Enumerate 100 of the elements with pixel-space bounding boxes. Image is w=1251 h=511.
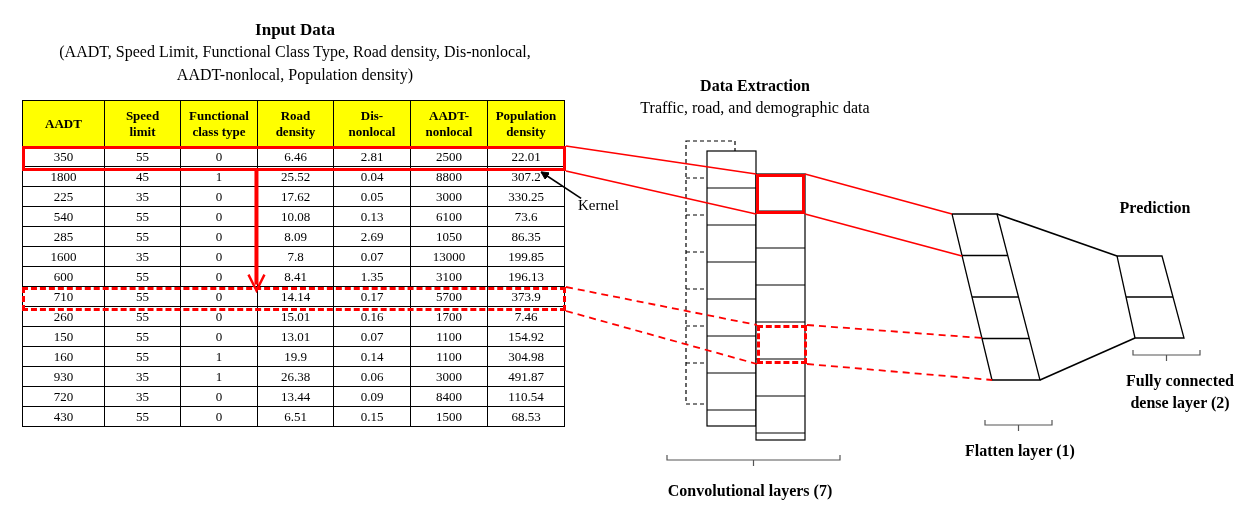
table-cell: 0 [180, 306, 258, 327]
table-cell: 154.92 [487, 326, 565, 347]
table-cell: 1600 [22, 246, 105, 267]
table-cell: 5700 [410, 286, 488, 307]
table-cell: 1 [180, 366, 258, 387]
table-cell: 1.35 [333, 266, 411, 287]
table-cell: 55 [104, 146, 181, 167]
table-cell: 8.41 [257, 266, 334, 287]
table-cell: 160 [22, 346, 105, 367]
table-cell: 0.09 [333, 386, 411, 407]
dense-layer-drawing [1117, 256, 1184, 338]
table-cell: 3100 [410, 266, 488, 287]
connector-line [1039, 337, 1136, 381]
table-cell: 0.15 [333, 406, 411, 427]
highlight-box [757, 325, 807, 364]
table-cell: 110.54 [487, 386, 565, 407]
table-cell: 35 [104, 366, 181, 387]
table-cell: 540 [22, 206, 105, 227]
table-cell: 25.52 [257, 166, 334, 187]
connector-line [804, 173, 953, 215]
table-cell: 430 [22, 406, 105, 427]
table-cell: 13000 [410, 246, 488, 267]
layer-caption: Convolutional layers (7) [666, 481, 834, 502]
table-cell: 1 [180, 166, 258, 187]
kernel-label: Kernel [578, 194, 640, 216]
conv-layers-drawing [686, 141, 808, 441]
connector-line [565, 170, 757, 215]
layer-caption: Fully connected dense layer (2) [1125, 371, 1235, 414]
highlight-box [22, 146, 566, 171]
table-cell: 14.14 [257, 286, 334, 307]
table-cell: 73.6 [487, 206, 565, 227]
table-cell: 2500 [410, 146, 488, 167]
table-cell: 0 [180, 146, 258, 167]
column-header: Population density [487, 100, 565, 147]
table-cell: 68.53 [487, 406, 565, 427]
connector-line [565, 286, 758, 326]
table-cell: 10.08 [257, 206, 334, 227]
connector-line [806, 363, 993, 381]
table-cell: 55 [104, 266, 181, 287]
table-cell: 600 [22, 266, 105, 287]
table-cell: 6.51 [257, 406, 334, 427]
table-cell: 2.81 [333, 146, 411, 167]
table-cell: 260 [22, 306, 105, 327]
table-cell: 150 [22, 326, 105, 347]
leader-arrow [540, 171, 582, 200]
table-cell: 6.46 [257, 146, 334, 167]
table-cell: 304.98 [487, 346, 565, 367]
table-cell: 2.69 [333, 226, 411, 247]
table-cell: 35 [104, 386, 181, 407]
table-cell: 1500 [410, 406, 488, 427]
table-cell: 0.16 [333, 306, 411, 327]
table-cell: 45 [104, 166, 181, 187]
highlight-box [22, 287, 566, 311]
table-cell: 3000 [410, 366, 488, 387]
column-header: AADT-nonlocal [410, 100, 488, 147]
column-header: Road density [257, 100, 334, 147]
subtitle: Traffic, road, and demographic data [639, 98, 871, 119]
arrow [247, 171, 266, 292]
table-cell: 3000 [410, 186, 488, 207]
table-cell: 285 [22, 226, 105, 247]
table-cell: 8800 [410, 166, 488, 187]
table-cell: 0.05 [333, 186, 411, 207]
table-cell: 15.01 [257, 306, 334, 327]
table-cell: 86.35 [487, 226, 565, 247]
column-header: Speed limit [104, 100, 181, 147]
table-cell: 13.01 [257, 326, 334, 347]
table-cell: 1100 [410, 326, 488, 347]
connector-line [804, 213, 963, 257]
table-cell: 35 [104, 246, 181, 267]
table-cell: 0.14 [333, 346, 411, 367]
table-cell: 0.06 [333, 366, 411, 387]
table-cell: 1700 [410, 306, 488, 327]
table-cell: 1 [180, 346, 258, 367]
layer-caption: Flatten layer (1) [964, 441, 1076, 462]
table-cell: 330.25 [487, 186, 565, 207]
subtitle: (AADT, Speed Limit, Functional Class Type, Road density, Dis-nonlocal, AADT-nonlocal, Population density) [58, 42, 532, 86]
connector-line [565, 310, 758, 365]
table-cell: 0 [180, 406, 258, 427]
table-cell: 720 [22, 386, 105, 407]
table-cell: 55 [104, 206, 181, 227]
table-cell: 17.62 [257, 186, 334, 207]
table-cell: 55 [104, 326, 181, 347]
table-cell: 26.38 [257, 366, 334, 387]
table-cell: 0 [180, 326, 258, 347]
column-header: Functional class type [180, 100, 258, 147]
table-cell: 1050 [410, 226, 488, 247]
table-cell: 1800 [22, 166, 105, 187]
table-cell: 930 [22, 366, 105, 387]
table-cell: 0.07 [333, 326, 411, 347]
heading: Prediction [1118, 198, 1192, 218]
table-cell: 0.04 [333, 166, 411, 187]
table-cell: 491.87 [487, 366, 565, 387]
table-cell: 0.07 [333, 246, 411, 267]
table-cell: 35 [104, 186, 181, 207]
table-cell: 196.13 [487, 266, 565, 287]
table-cell: 199.85 [487, 246, 565, 267]
table-cell: 19.9 [257, 346, 334, 367]
table-cell: 8400 [410, 386, 488, 407]
connector-line [565, 145, 757, 175]
table-cell: 0 [180, 386, 258, 407]
